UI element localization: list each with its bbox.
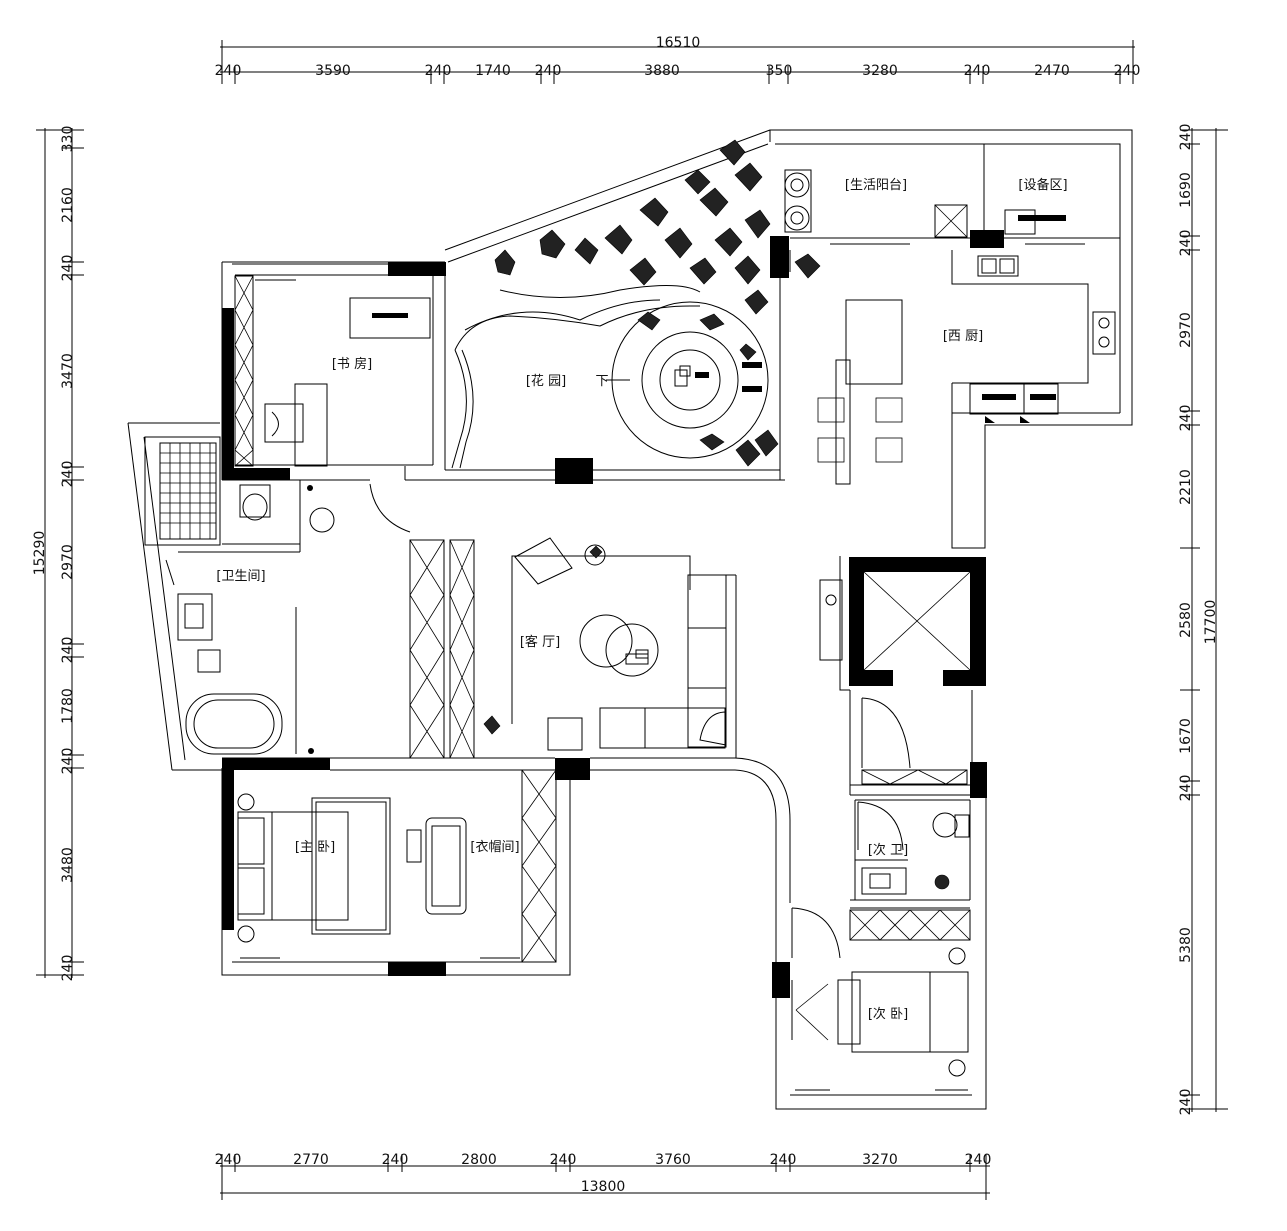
master-bedroom: [主 卧] [衣帽间] xyxy=(237,769,557,963)
label-second-bedroom: [次 卧] xyxy=(868,1006,908,1022)
dim-bottom-8: 240 xyxy=(965,1152,992,1168)
second-bathroom: [次 卫] xyxy=(855,801,970,895)
dim-right-0: 240 xyxy=(1178,124,1194,151)
dim-bottom-1: 2770 xyxy=(293,1152,329,1168)
label-second-bath: [次 卫] xyxy=(868,842,908,858)
dim-bottom-5: 3760 xyxy=(655,1152,691,1168)
dim-right-1: 1690 xyxy=(1178,172,1194,208)
dim-right-8: 240 xyxy=(1178,775,1194,802)
label-service-balcony: [生活阳台] xyxy=(845,178,907,193)
dim-left-5: 2970 xyxy=(60,544,76,580)
label-cloakroom: [衣帽间] xyxy=(470,839,519,855)
dim-bottom-2: 240 xyxy=(382,1152,409,1168)
balcony-area: [生活阳台] [设备区] xyxy=(784,169,1085,245)
living-room: [客 厅] xyxy=(409,537,737,759)
study-room: [书 房] xyxy=(234,275,431,467)
dim-top-4: 240 xyxy=(535,63,562,79)
main-bathroom: [卫生间] xyxy=(144,436,411,755)
label-bathroom: [卫生间] xyxy=(216,569,265,584)
dim-left-total: 15290 xyxy=(32,531,48,576)
western-kitchen: [西 厨] xyxy=(817,250,1116,485)
elevator-hall xyxy=(819,571,971,785)
dim-top-6: 350 xyxy=(766,63,793,79)
dim-top-5: 3880 xyxy=(644,63,680,79)
dim-bottom-3: 2800 xyxy=(461,1152,497,1168)
dim-top-2: 240 xyxy=(425,63,452,79)
bottom-dimension-lines: 240 2770 240 2800 240 3760 240 3270 240 … xyxy=(215,1152,992,1200)
label-study: [书 房] xyxy=(332,356,372,372)
dim-right-3: 2970 xyxy=(1178,312,1194,348)
dim-top-3: 1740 xyxy=(475,63,511,79)
dim-left-7: 1780 xyxy=(60,688,76,724)
dim-right-2: 240 xyxy=(1178,230,1194,257)
right-dimension-lines: 240 1690 240 2970 240 2210 2580 1670 240… xyxy=(1178,124,1228,1116)
dim-bottom-4: 240 xyxy=(550,1152,577,1168)
dim-top-10: 240 xyxy=(1114,63,1141,79)
dim-bottom-0: 240 xyxy=(215,1152,242,1168)
second-bedroom: [次 卧] xyxy=(791,907,971,1091)
dim-right-9: 5380 xyxy=(1178,927,1194,963)
garden-area: [花 园] 下 xyxy=(451,139,821,469)
dim-right-total: 17700 xyxy=(1203,600,1219,645)
dim-top-7: 3280 xyxy=(862,63,898,79)
dim-top-1: 3590 xyxy=(315,63,351,79)
dim-left-4: 240 xyxy=(60,461,76,488)
top-dimension-lines: 16510 240 3590 240 1740 240 3880 350 328… xyxy=(215,35,1141,84)
left-dimension-lines: 15290 330 2160 240 3470 240 2970 240 178… xyxy=(32,126,84,982)
dim-top-8: 240 xyxy=(964,63,991,79)
dim-right-6: 2580 xyxy=(1178,602,1194,638)
label-garden-down: 下 xyxy=(595,374,608,389)
dim-top-9: 2470 xyxy=(1034,63,1070,79)
dim-left-9: 3480 xyxy=(60,847,76,883)
dim-left-10: 240 xyxy=(60,955,76,982)
dim-right-7: 1670 xyxy=(1178,718,1194,754)
dim-right-5: 2210 xyxy=(1178,469,1194,505)
dim-left-8: 240 xyxy=(60,748,76,775)
dim-bottom-7: 3270 xyxy=(862,1152,898,1168)
dim-right-10: 240 xyxy=(1178,1089,1194,1116)
dim-top-total: 16510 xyxy=(656,35,701,51)
dim-left-3: 3470 xyxy=(60,353,76,389)
dim-bottom-6: 240 xyxy=(770,1152,797,1168)
walls xyxy=(127,129,1133,1110)
label-master-bedroom: [主 卧] xyxy=(295,840,335,855)
dim-left-1: 2160 xyxy=(60,187,76,223)
dim-top-0: 240 xyxy=(215,63,242,79)
dim-left-2: 240 xyxy=(60,255,76,282)
label-equipment: [设备区] xyxy=(1018,177,1067,193)
dim-left-6: 240 xyxy=(60,637,76,664)
dim-right-4: 240 xyxy=(1178,405,1194,432)
dim-bottom-total: 13800 xyxy=(581,1179,626,1195)
dim-left-0: 330 xyxy=(60,126,76,153)
label-living: [客 厅] xyxy=(520,634,560,650)
label-garden: [花 园] xyxy=(526,373,566,389)
label-western-kitchen: [西 厨] xyxy=(943,329,983,344)
